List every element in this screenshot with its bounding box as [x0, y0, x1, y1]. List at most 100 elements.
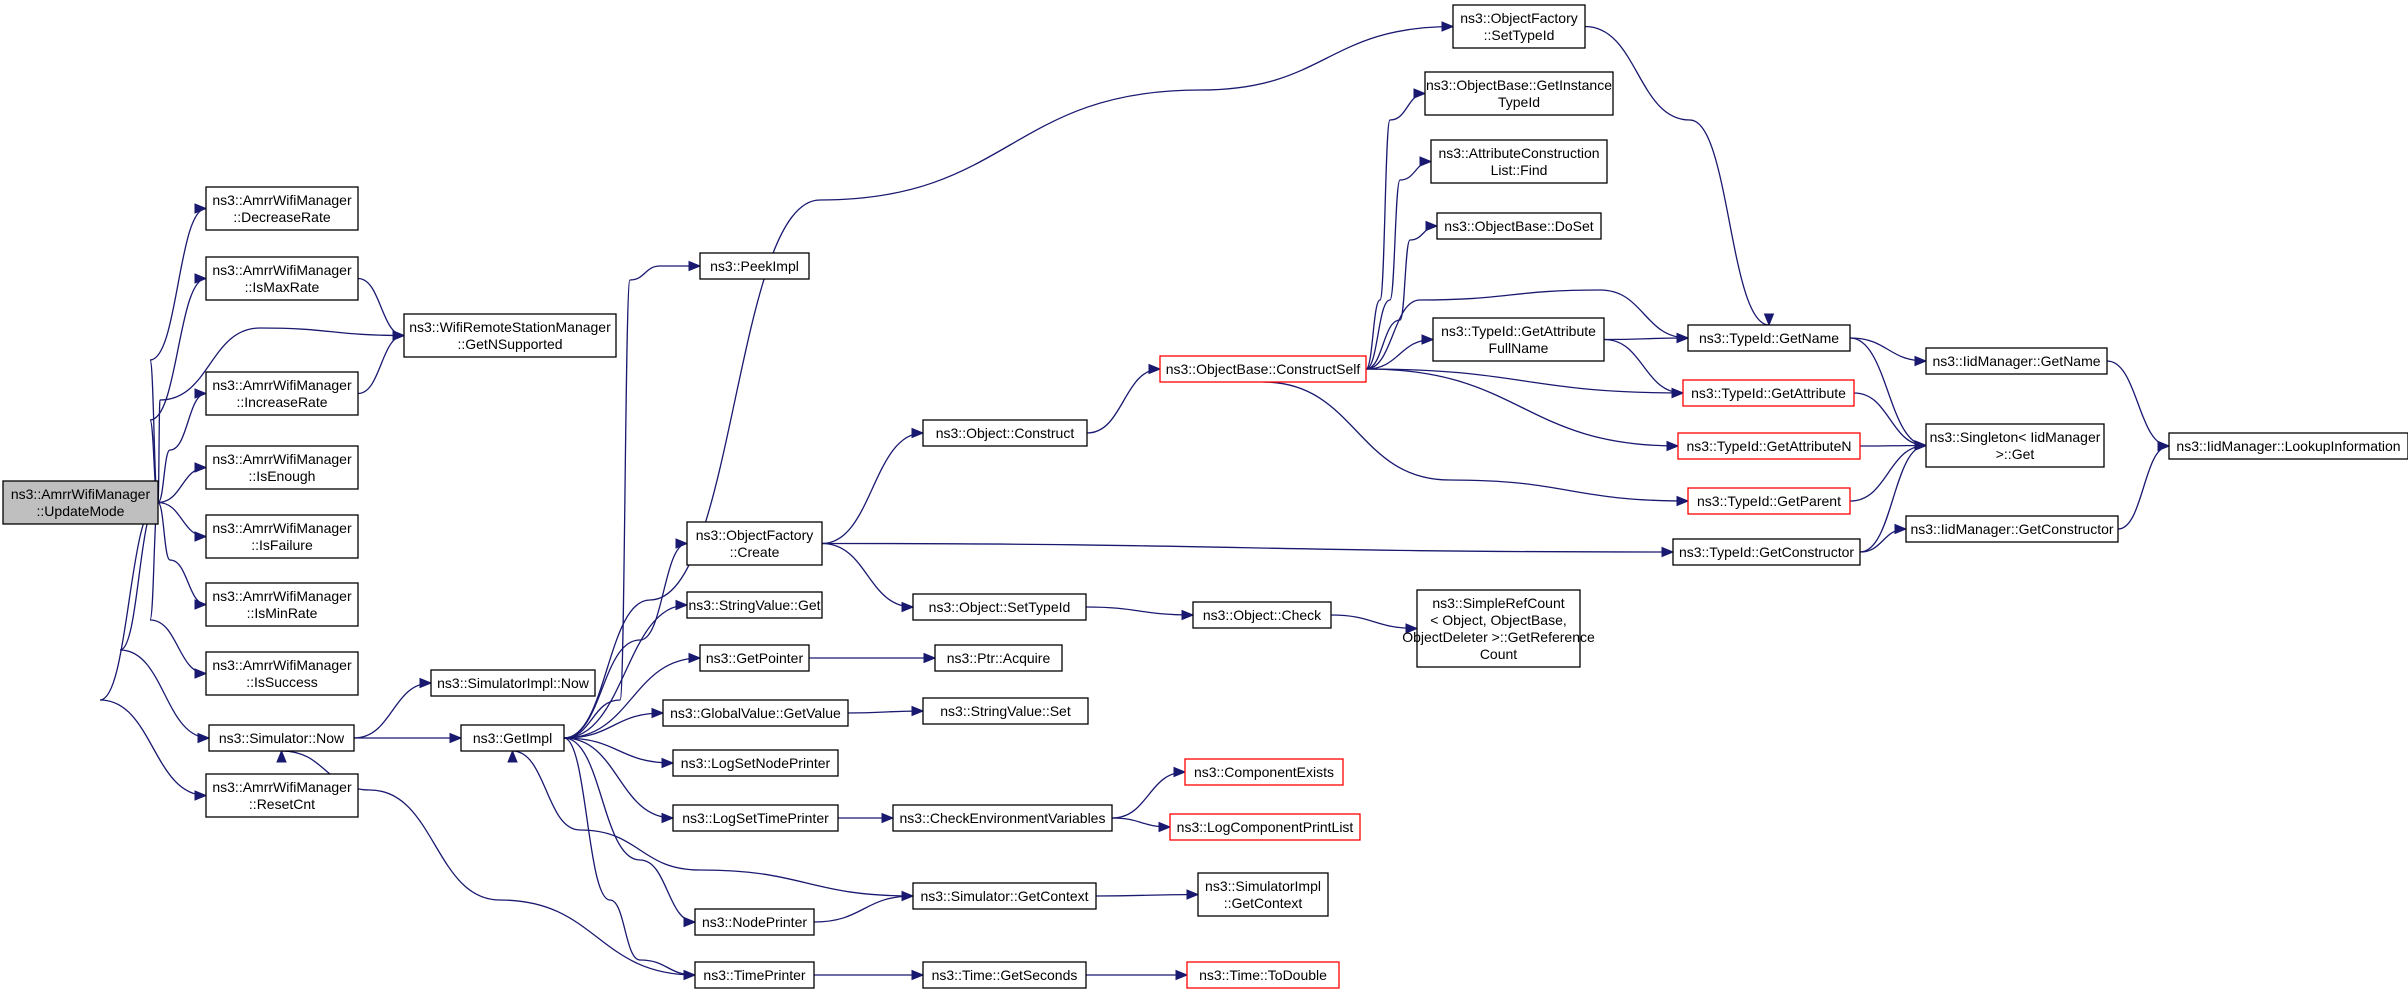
node-get-pointer[interactable]: ns3::GetPointer [699, 644, 810, 672]
node-type-id-get-constructor[interactable]: ns3::TypeId::GetConstructor [1672, 538, 1861, 566]
node-iid-manager-get-constructor[interactable]: ns3::IidManager::GetConstructor [1905, 515, 2119, 543]
node-label: ::ResetCnt [249, 796, 315, 812]
node-box [205, 582, 359, 627]
node-box [1452, 4, 1586, 49]
node-time-to-double[interactable]: ns3::Time::ToDouble [1186, 961, 1340, 989]
node-log-set-time-printer[interactable]: ns3::LogSetTimePrinter [672, 804, 839, 832]
node-box [1159, 355, 1367, 383]
node-type-id-get-attribute-n[interactable]: ns3::TypeId::GetAttributeN [1677, 432, 1861, 460]
node-is-failure[interactable]: ns3::AmrrWifiManager::IsFailure [205, 514, 359, 559]
edge-root-to-is-min-rate [157, 501, 207, 606]
arrowhead [881, 812, 895, 824]
node-label: ::IsMaxRate [245, 279, 320, 295]
node-decrease-rate[interactable]: ns3::AmrrWifiManager::DecreaseRate [205, 186, 359, 231]
node-simple-ref-count[interactable]: ns3::SimpleRefCount< Object, ObjectBase,… [1402, 589, 1595, 668]
node-is-min-rate[interactable]: ns3::AmrrWifiManager::IsMinRate [205, 582, 359, 627]
node-object-factory-create[interactable]: ns3::ObjectFactory::Create [686, 521, 823, 566]
node-label: ns3::AttributeConstruction [1438, 145, 1599, 161]
node-time-printer[interactable]: ns3::TimePrinter [694, 961, 815, 989]
edge-iid-manager-get-constructor-to-iid-manager-lookup-information [2117, 445, 2170, 530]
node-simulator-now[interactable]: ns3::Simulator::Now [208, 724, 355, 752]
arrowhead [911, 705, 925, 717]
edge-root-to-is-success [149, 501, 207, 675]
arrowhead [449, 732, 463, 744]
node-label: ::Create [730, 544, 780, 560]
node-box [1169, 813, 1361, 841]
edge-root-to-is-max-rate [149, 277, 207, 504]
edge-object-base-construct-self-to-object-base-do-set [1365, 225, 1438, 370]
node-object-base-construct-self[interactable]: ns3::ObjectBase::ConstructSelf [1159, 355, 1367, 383]
node-ptr-acquire[interactable]: ns3::Ptr::Acquire [934, 644, 1063, 672]
node-box [922, 419, 1088, 447]
node-type-id-get-name[interactable]: ns3::TypeId::GetName [1687, 324, 1851, 352]
node-get-impl[interactable]: ns3::GetImpl [460, 724, 565, 752]
node-label: ns3::ObjectFactory [1460, 10, 1578, 26]
node-box [1424, 71, 1614, 116]
node-component-exists[interactable]: ns3::ComponentExists [1184, 758, 1344, 786]
edge-object-base-construct-self-to-type-id-get-parent [1262, 381, 1689, 502]
node-label: ns3::NodePrinter [702, 914, 807, 930]
edge-simulator-get-context-to-simulator-impl-get-context [1095, 893, 1199, 897]
node-increase-rate[interactable]: ns3::AmrrWifiManager::IncreaseRate [205, 371, 359, 416]
edge-type-id-get-name-to-singleton-get [1849, 337, 1927, 447]
node-is-success[interactable]: ns3::AmrrWifiManager::IsSuccess [205, 651, 359, 696]
edge-get-impl-to-time-printer [563, 737, 696, 976]
node-label: ns3::AmrrWifiManager [212, 377, 352, 393]
arrowhead [1175, 969, 1189, 981]
edge-get-impl-to-log-set-time-printer [563, 737, 674, 819]
node-string-value-set[interactable]: ns3::StringValue::Set [922, 697, 1089, 725]
node-label: ns3::WifiRemoteStationManager [409, 319, 611, 335]
node-iid-manager-lookup-information[interactable]: ns3::IidManager::LookupInformation [2168, 432, 2408, 460]
node-object-base-do-set[interactable]: ns3::ObjectBase::DoSet [1436, 212, 1602, 240]
node-reset-cnt[interactable]: ns3::AmrrWifiManager::ResetCnt [205, 773, 359, 818]
node-label: ns3::IidManager::GetName [1932, 353, 2100, 369]
node-is-enough[interactable]: ns3::AmrrWifiManager::IsEnough [205, 445, 359, 490]
node-check-environment-variables[interactable]: ns3::CheckEnvironmentVariables [892, 804, 1113, 832]
node-time-get-seconds[interactable]: ns3::Time::GetSeconds [922, 961, 1087, 989]
node-label: ns3::LogSetTimePrinter [682, 810, 829, 826]
node-type-id-get-parent[interactable]: ns3::TypeId::GetParent [1687, 487, 1851, 515]
edge-object-base-construct-self-to-object-base-get-instance-type-id [1365, 92, 1426, 370]
edge-check-environment-variables-to-component-exists [1111, 771, 1186, 819]
node-node-printer[interactable]: ns3::NodePrinter [694, 908, 815, 936]
node-simulator-get-context[interactable]: ns3::Simulator::GetContext [912, 882, 1097, 910]
node-object-set-type-id[interactable]: ns3::Object::SetTypeId [912, 593, 1087, 621]
node-simulator-impl-get-context[interactable]: ns3::SimulatorImpl::GetContext [1197, 872, 1329, 917]
node-log-component-print-list[interactable]: ns3::LogComponentPrintList [1169, 813, 1361, 841]
arrowhead [901, 601, 915, 613]
node-object-factory-set-type-id[interactable]: ns3::ObjectFactory::SetTypeId [1452, 4, 1586, 49]
node-type-id-get-attribute[interactable]: ns3::TypeId::GetAttribute [1682, 379, 1855, 407]
node-is-max-rate[interactable]: ns3::AmrrWifiManager::IsMaxRate [205, 256, 359, 301]
node-get-n-supported[interactable]: ns3::WifiRemoteStationManager::GetNSuppo… [403, 313, 617, 358]
node-log-set-node-printer[interactable]: ns3::LogSetNodePrinter [672, 749, 839, 777]
node-global-value-get-value[interactable]: ns3::GlobalValue::GetValue [662, 699, 849, 727]
arrowhead [194, 462, 208, 473]
arrowhead [1676, 495, 1690, 507]
node-simulator-impl-now[interactable]: ns3::SimulatorImpl::Now [430, 669, 596, 697]
node-label: ns3::ComponentExists [1194, 764, 1334, 780]
node-iid-manager-get-name[interactable]: ns3::IidManager::GetName [1925, 347, 2108, 375]
edge-root-to-is-failure [157, 501, 207, 538]
node-label: ::IsEnough [249, 468, 316, 484]
node-label: ns3::SimulatorImpl [1205, 878, 1321, 894]
edge-increase-rate-to-get-n-supported [357, 334, 405, 395]
node-object-check[interactable]: ns3::Object::Check [1192, 601, 1332, 629]
node-object-construct[interactable]: ns3::Object::Construct [922, 419, 1088, 447]
node-box [205, 256, 359, 301]
node-box [1192, 601, 1332, 629]
edge-root-to-is-enough [157, 466, 207, 504]
node-peek-impl[interactable]: ns3::PeekImpl [699, 252, 810, 280]
node-box [205, 773, 359, 818]
node-box [1905, 515, 2119, 543]
edge-type-id-get-attribute-full-name-to-type-id-get-attribute [1603, 338, 1684, 394]
node-root[interactable]: ns3::AmrrWifiManager::UpdateMode [2, 480, 159, 525]
node-singleton-get[interactable]: ns3::Singleton< IidManager>::Get [1925, 423, 2105, 468]
node-label: ns3::TypeId::GetAttribute [1441, 323, 1596, 339]
node-label: ns3::PeekImpl [710, 258, 799, 274]
node-string-value-get[interactable]: ns3::StringValue::Get [686, 591, 823, 619]
edge-object-set-type-id-to-object-check [1085, 606, 1194, 616]
